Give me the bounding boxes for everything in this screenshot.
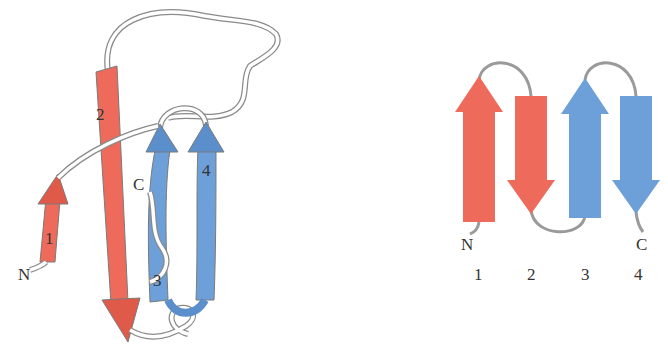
- strand-number: 4: [634, 266, 643, 283]
- topology-diagram: [455, 63, 660, 234]
- strand-number: 2: [527, 266, 536, 283]
- strand-number: 2: [96, 106, 105, 123]
- strand-number: 3: [581, 266, 590, 283]
- n-terminus-label: N: [461, 236, 473, 253]
- c-terminus-label: C: [636, 236, 647, 253]
- ribbon-model: [30, 12, 278, 342]
- n-terminus-label: N: [18, 266, 30, 283]
- strand-number: 4: [202, 162, 211, 179]
- strand-number: 1: [474, 266, 483, 283]
- strand-number: 1: [45, 230, 54, 247]
- strand-number: 3: [153, 272, 162, 289]
- c-terminus-label: C: [133, 176, 144, 193]
